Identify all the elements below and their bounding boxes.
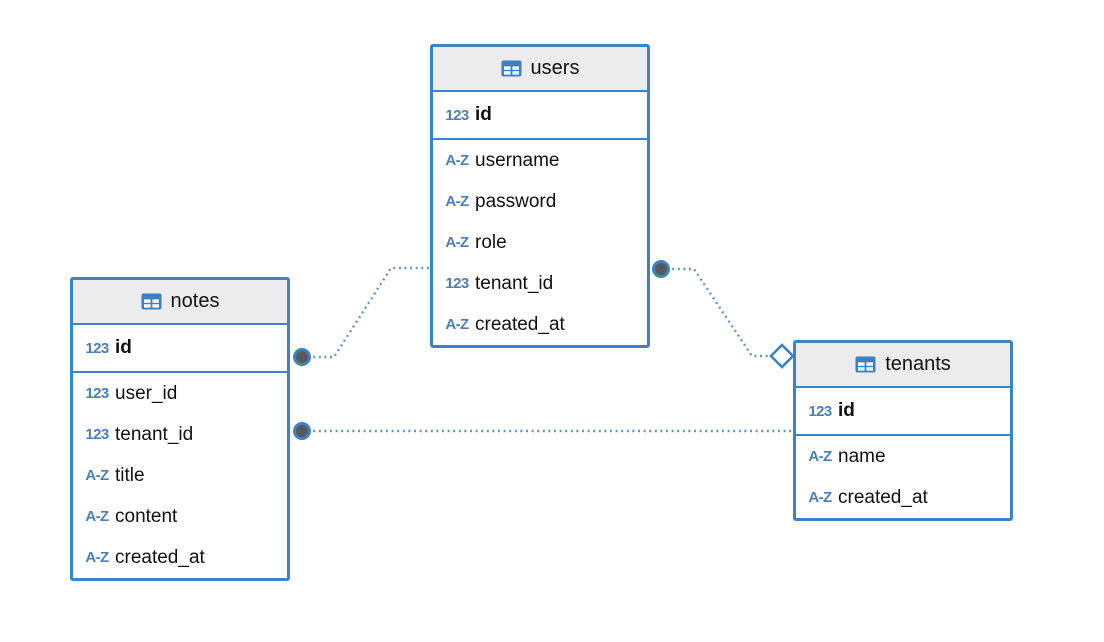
columns-section: A-Z username A-Z password A-Z role 123 t…	[433, 140, 647, 345]
column-row[interactable]: A-Z name	[796, 436, 1010, 477]
string-type-icon: A-Z	[445, 316, 469, 333]
table-grid-icon	[855, 356, 876, 373]
table-grid-icon	[501, 60, 522, 77]
numeric-type-icon: 123	[445, 275, 469, 292]
column-name: id	[838, 400, 855, 421]
column-row[interactable]: A-Z content	[73, 496, 287, 537]
column-row[interactable]: 123 tenant_id	[73, 414, 287, 455]
column-row[interactable]: A-Z title	[73, 455, 287, 496]
column-name: content	[115, 505, 178, 527]
table-users-header[interactable]: users	[433, 47, 647, 92]
string-type-icon: A-Z	[808, 489, 832, 506]
numeric-type-icon: 123	[85, 339, 109, 357]
column-row[interactable]: 123 id	[796, 388, 1010, 434]
primary-key-section: 123 id	[433, 92, 647, 140]
column-name: username	[475, 149, 560, 171]
column-name: title	[115, 464, 145, 486]
column-row[interactable]: 123 id	[433, 92, 647, 138]
relationship-notes-users[interactable]	[302, 266, 431, 359]
columns-section: 123 user_id 123 tenant_id A-Z title A-Z …	[73, 373, 287, 578]
column-name: tenant_id	[115, 423, 194, 445]
column-name: created_at	[838, 486, 928, 508]
numeric-type-icon: 123	[85, 385, 109, 402]
table-notes-header[interactable]: notes	[73, 280, 287, 325]
column-name: password	[475, 190, 557, 212]
column-row[interactable]: 123 tenant_id	[433, 263, 647, 304]
column-name: created_at	[475, 313, 565, 335]
column-name: id	[475, 104, 492, 125]
table-tenants[interactable]: tenants 123 id A-Z name A-Z created_at	[793, 340, 1013, 521]
table-grid-icon	[141, 293, 162, 310]
numeric-type-icon: 123	[808, 402, 832, 420]
numeric-type-icon: 123	[85, 426, 109, 443]
column-name: created_at	[115, 546, 205, 568]
column-row[interactable]: 123 id	[73, 325, 287, 371]
column-row[interactable]: A-Z username	[433, 140, 647, 181]
column-row[interactable]: 123 user_id	[73, 373, 287, 414]
numeric-type-icon: 123	[445, 106, 469, 124]
string-type-icon: A-Z	[445, 234, 469, 251]
connector-circle-users-tenant-id[interactable]	[652, 260, 670, 278]
table-title: users	[530, 57, 580, 79]
connector-diamond-tenants[interactable]	[769, 343, 795, 369]
table-notes[interactable]: notes 123 id 123 user_id 123 tenant_id A…	[70, 277, 290, 581]
column-name: name	[838, 445, 886, 467]
column-name: id	[115, 337, 132, 358]
column-row[interactable]: A-Z created_at	[73, 537, 287, 578]
table-title: tenants	[885, 353, 951, 375]
table-users[interactable]: users 123 id A-Z username A-Z password A…	[430, 44, 650, 348]
primary-key-section: 123 id	[796, 388, 1010, 436]
string-type-icon: A-Z	[445, 152, 469, 169]
primary-key-section: 123 id	[73, 325, 287, 373]
column-row[interactable]: A-Z created_at	[796, 477, 1010, 518]
relationship-users-tenants[interactable]	[661, 267, 771, 358]
table-tenants-header[interactable]: tenants	[796, 343, 1010, 388]
column-name: tenant_id	[475, 272, 554, 294]
column-name: user_id	[115, 382, 178, 404]
column-name: role	[475, 231, 507, 253]
columns-section: A-Z name A-Z created_at	[796, 436, 1010, 518]
connector-circle-notes-tenant-id[interactable]	[293, 422, 311, 440]
column-row[interactable]: A-Z role	[433, 222, 647, 263]
connector-circle-notes-id[interactable]	[293, 348, 311, 366]
string-type-icon: A-Z	[85, 508, 109, 525]
string-type-icon: A-Z	[445, 193, 469, 210]
string-type-icon: A-Z	[85, 549, 109, 566]
column-row[interactable]: A-Z created_at	[433, 304, 647, 345]
table-title: notes	[170, 290, 220, 312]
column-row[interactable]: A-Z password	[433, 181, 647, 222]
string-type-icon: A-Z	[808, 448, 832, 465]
string-type-icon: A-Z	[85, 467, 109, 484]
